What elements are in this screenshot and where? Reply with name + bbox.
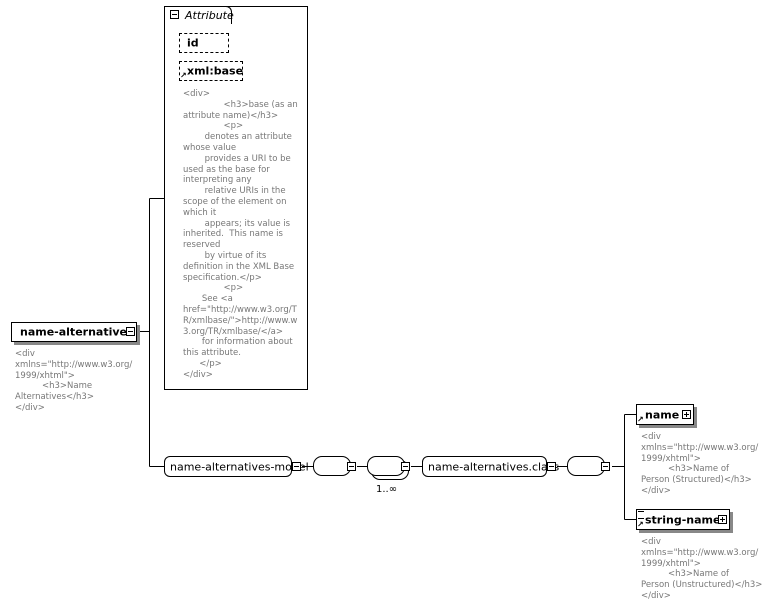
root-element-box[interactable]: name-alternatives [11,322,137,342]
sequence-compositor[interactable] [567,456,605,476]
model-group-name: name-alternatives-model [170,460,309,473]
class-group-name: name-alternatives.class [428,460,560,473]
attribute-xml-base-name: xml:base [187,64,244,78]
root-element-doc: <div xmlns="http://www.w3.org/ 1999/xhtm… [15,349,133,413]
model-group-box[interactable]: name-alternatives-model [164,456,309,477]
child-element-name-doc: <div xmlns="http://www.w3.org/ 1999/xhtm… [641,432,759,496]
child-element-name[interactable]: name ↗ [636,404,694,425]
reference-arrow-icon: ↗ [637,415,644,424]
child-element-string-name-label: string-name [645,513,721,526]
child-element-string-name-doc: <div xmlns="http://www.w3.org/ 1999/xhtm… [641,537,763,601]
attribute-xml-base[interactable]: xml:base ↗ [179,61,243,81]
occurrence-label: 1..∞ [376,484,398,495]
attribute-id-name: id [187,36,199,50]
child-element-name-label: name [645,408,680,421]
mixed-content-icon [638,511,644,519]
collapse-icon[interactable] [126,327,135,336]
child-element-string-name[interactable]: string-name ↗ [636,509,730,530]
reference-arrow-icon: ↗ [637,520,644,529]
root-element-name: name-alternatives [20,325,134,339]
expand-icon[interactable] [718,515,727,524]
collapse-icon[interactable] [170,10,179,19]
reference-arrow-icon: ↗ [180,71,187,80]
attribute-doc: <div> <h3>base (as an attribute name)</h… [183,89,298,380]
collapse-icon[interactable] [601,462,610,471]
attribute-id[interactable]: id [179,33,229,53]
collapse-icon[interactable] [292,462,301,471]
sequence-compositor[interactable] [313,456,351,476]
attribute-title: Attribute [185,9,234,22]
sequence-compositor-repeated[interactable] [367,456,409,480]
collapse-icon[interactable] [401,462,410,471]
attribute-tab[interactable]: Attribute [164,6,234,24]
collapse-icon[interactable] [347,462,356,471]
expand-icon[interactable] [682,410,691,419]
collapse-icon[interactable] [547,462,556,471]
class-group-box[interactable]: name-alternatives.class [422,456,559,477]
